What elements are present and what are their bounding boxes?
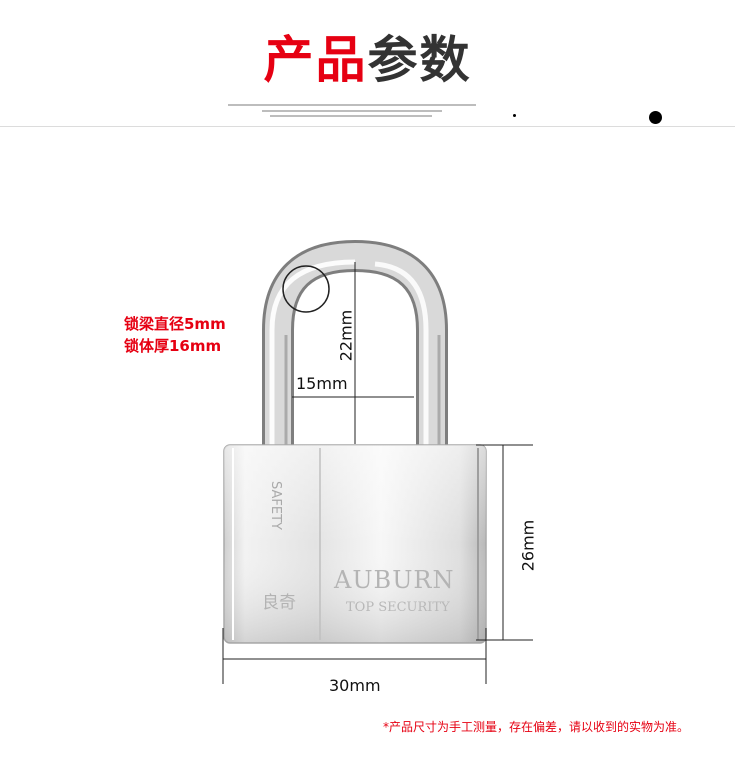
lock-side-text: SAFETY [267,481,283,530]
decorative-dot [649,111,662,124]
shackle [262,239,448,452]
decorative-text-line [262,110,442,112]
page-title-part1: 产品 [263,31,368,89]
decorative-dot [513,114,516,117]
spec-body-thickness: 锁体厚16mm [124,337,222,355]
lock-chinese-mark: 良奇 [262,593,296,613]
spec-shackle-diameter: 锁梁直径5mm [124,315,226,333]
measurement-lines [222,262,533,684]
lock-brand: AUBURN [334,566,455,594]
header-divider [0,126,735,127]
page-title: 产品参数 [0,30,735,90]
dimension-shackle-height: 22mm [336,309,356,362]
page-title-part2: 参数 [367,31,472,89]
decorative-text-line [270,115,432,117]
lock-subtitle: TOP SECURITY [346,600,450,615]
dimension-shackle-width: 15mm [296,374,348,393]
lock-body [223,444,487,644]
dimension-body-width: 30mm [329,676,381,695]
decorative-text-line [228,104,476,106]
shackle-diameter-marker [282,265,330,313]
measurement-footnote: *产品尺寸为手工测量，存在偏差，请以收到的实物为准。 [383,720,690,734]
dimension-body-height: 26mm [518,519,538,572]
